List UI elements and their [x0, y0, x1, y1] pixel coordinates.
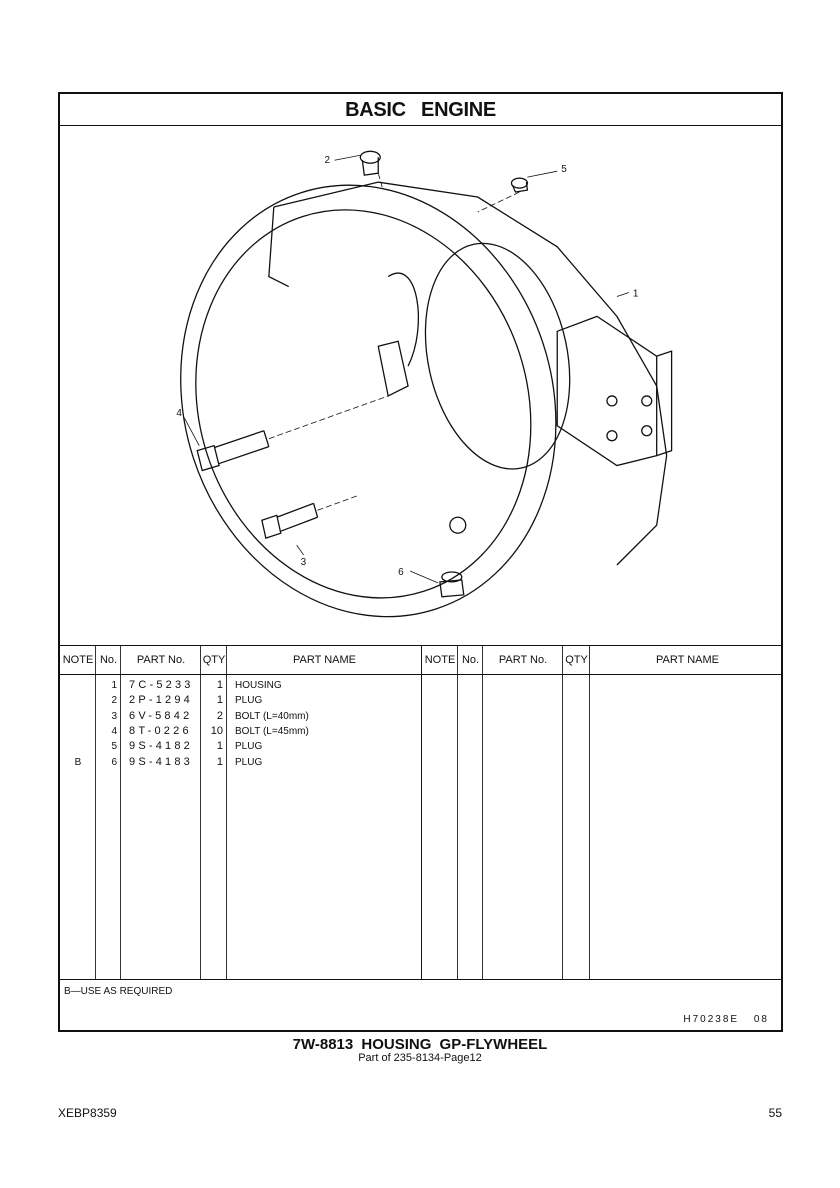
- callout-2: 2: [325, 155, 331, 166]
- housing-flange: [180, 184, 557, 618]
- row-no: 4: [111, 725, 117, 737]
- header-part-no-right: PART No.: [498, 654, 548, 666]
- row-no: 2: [111, 695, 117, 707]
- callout-3: 3: [301, 557, 307, 568]
- row-no: 3: [111, 710, 117, 722]
- row-part-name: BOLT (L=45mm): [235, 725, 309, 737]
- row-part-name: HOUSING: [235, 680, 282, 691]
- caption-title: 7W-8813 HOUSING GP-FLYWHEEL: [292, 1036, 548, 1053]
- callout-4: 4: [176, 408, 182, 419]
- page-number: 55: [768, 1106, 782, 1120]
- housing-bore: [424, 242, 571, 470]
- table-header: NOTE No. PART No. QTY PART NAME NOTE No.…: [60, 646, 781, 675]
- drawing-code: H70238E 08: [683, 1014, 769, 1025]
- table-row: 2 2P-1294 1 PLUG: [60, 693, 781, 708]
- table-row: 3 6V-5842 2 BOLT (L=40mm): [60, 709, 781, 724]
- header-qty: QTY: [202, 654, 226, 666]
- header-qty-right: QTY: [565, 654, 588, 666]
- header-part-no: PART No.: [136, 654, 186, 666]
- row-part-no: 8T-0226: [129, 724, 192, 737]
- header-note-right: NOTE: [424, 654, 456, 666]
- plug-2: [359, 150, 381, 176]
- row-part-name: BOLT (L=40mm): [235, 710, 309, 722]
- table-row: 4 8T-0226 10 BOLT (L=45mm): [60, 724, 781, 739]
- callout-6: 6: [398, 567, 404, 578]
- header-note: NOTE: [62, 654, 94, 666]
- row-part-no: 2P-1294: [129, 694, 193, 707]
- row-part-name: PLUG: [235, 741, 263, 753]
- row-part-name: PLUG: [235, 756, 263, 768]
- table-row: 5 9S-4182 1 PLUG: [60, 739, 781, 754]
- row-qty: 1: [216, 740, 223, 753]
- table-row: B 6 9S-4183 1 PLUG: [60, 755, 781, 770]
- row-no: 6: [111, 756, 117, 768]
- row-qty: 10: [210, 724, 223, 737]
- exploded-view-drawing: 1 2 3 4 5 6: [176, 150, 673, 618]
- plug-6: [439, 571, 465, 598]
- bolt-3: [261, 502, 319, 539]
- header-no-right: No.: [461, 654, 480, 666]
- row-qty: 1: [216, 679, 223, 691]
- row-part-name: PLUG: [235, 695, 263, 707]
- parts-sheet: BASIC ENGINE 1: [58, 92, 783, 1032]
- row-part-no: 7C-5233: [129, 679, 194, 691]
- caption-subtitle: Part of 235-8134-Page12: [358, 1052, 482, 1064]
- header-part-name-right: PART NAME: [656, 654, 719, 666]
- row-qty: 2: [216, 709, 223, 722]
- callout-1: 1: [633, 288, 639, 299]
- callout-5: 5: [561, 164, 567, 175]
- row-qty: 1: [216, 755, 223, 768]
- row-part-no: 9S-4182: [129, 740, 193, 753]
- header-part-name: PART NAME: [293, 654, 356, 666]
- row-note: B: [74, 756, 82, 768]
- row-qty: 1: [216, 694, 223, 707]
- row-no: 1: [111, 680, 117, 691]
- row-no: 5: [111, 741, 117, 753]
- plug-5: [510, 177, 529, 193]
- bolt-4: [196, 430, 270, 472]
- parts-table: NOTE No. PART No. QTY PART NAME NOTE No.…: [60, 645, 781, 980]
- row-part-no: 6V-5842: [129, 709, 193, 722]
- housing-mount-block: [556, 315, 658, 467]
- table-row: 1 7C-5233 1 HOUSING: [60, 678, 781, 693]
- row-part-no: 9S-4183: [129, 755, 193, 768]
- notes: B—USE AS REQUIRED: [64, 986, 173, 997]
- header-no: No.: [99, 654, 118, 666]
- section-title: BASIC ENGINE: [60, 94, 781, 126]
- document-id: XEBP8359: [58, 1106, 117, 1120]
